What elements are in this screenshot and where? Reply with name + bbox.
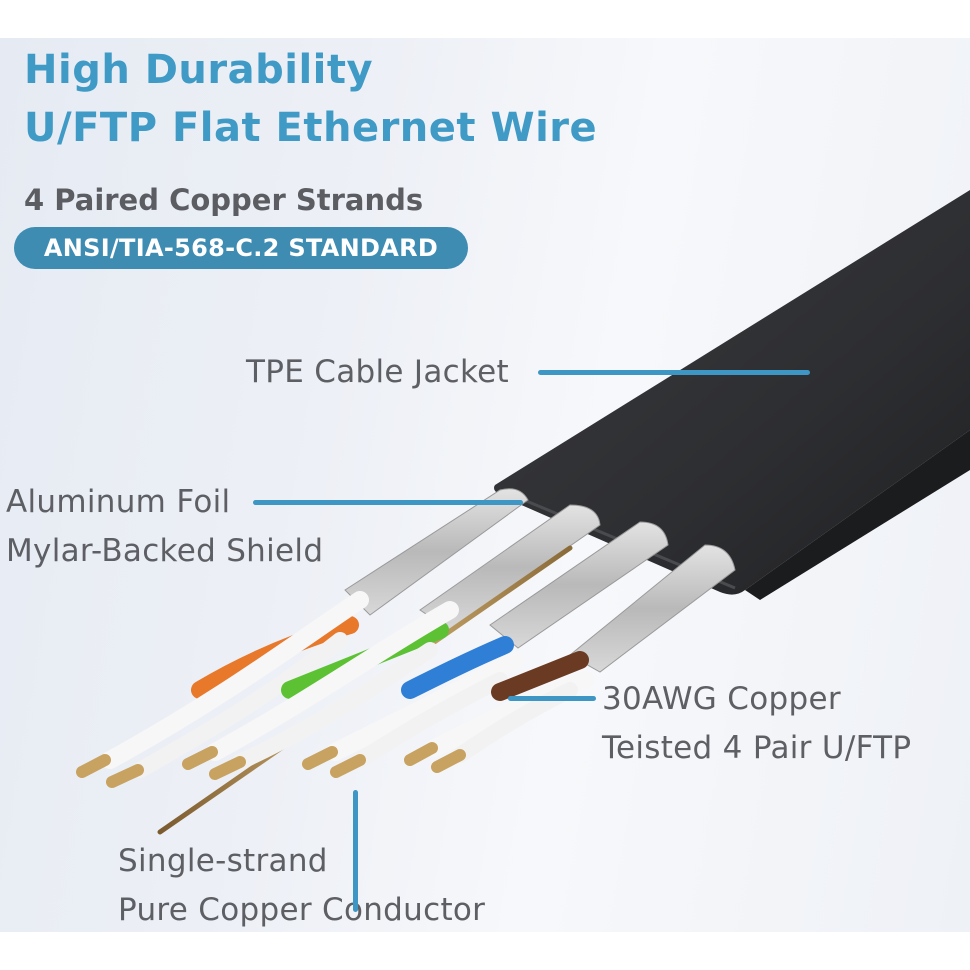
callout-pairs-label-2: Teisted 4 Pair U/FTP xyxy=(602,730,912,766)
callout-shield-label-1: Aluminum Foil xyxy=(6,484,231,520)
callout-jacket-leader xyxy=(538,370,810,375)
twisted-pair-orange xyxy=(76,591,369,788)
callout-conductor-label-2: Pure Copper Conductor xyxy=(118,892,486,928)
title-line-2: U/FTP Flat Ethernet Wire xyxy=(24,105,598,151)
title-line-1: High Durability xyxy=(24,47,374,93)
callout-conductor-leader xyxy=(353,790,358,912)
flat-ethernet-cable-illustration xyxy=(76,190,970,835)
callout-pairs-label-1: 30AWG Copper xyxy=(602,681,841,717)
callout-shield-leader xyxy=(253,500,523,505)
foil-shields xyxy=(344,488,736,673)
standard-badge: ANSI/TIA-568-C.2 STANDARD xyxy=(14,227,468,269)
twisted-pair-green xyxy=(182,601,459,780)
twisted-pair-blue xyxy=(302,636,524,778)
callout-jacket-label: TPE Cable Jacket xyxy=(246,354,509,390)
callout-shield-label-2: Mylar-Backed Shield xyxy=(6,533,324,569)
subtitle: 4 Paired Copper Strands xyxy=(24,183,424,217)
product-infographic: High Durability U/FTP Flat Ethernet Wire… xyxy=(0,38,970,932)
callout-pairs-leader xyxy=(508,696,596,701)
callout-conductor-label-1: Single-strand xyxy=(118,843,328,879)
